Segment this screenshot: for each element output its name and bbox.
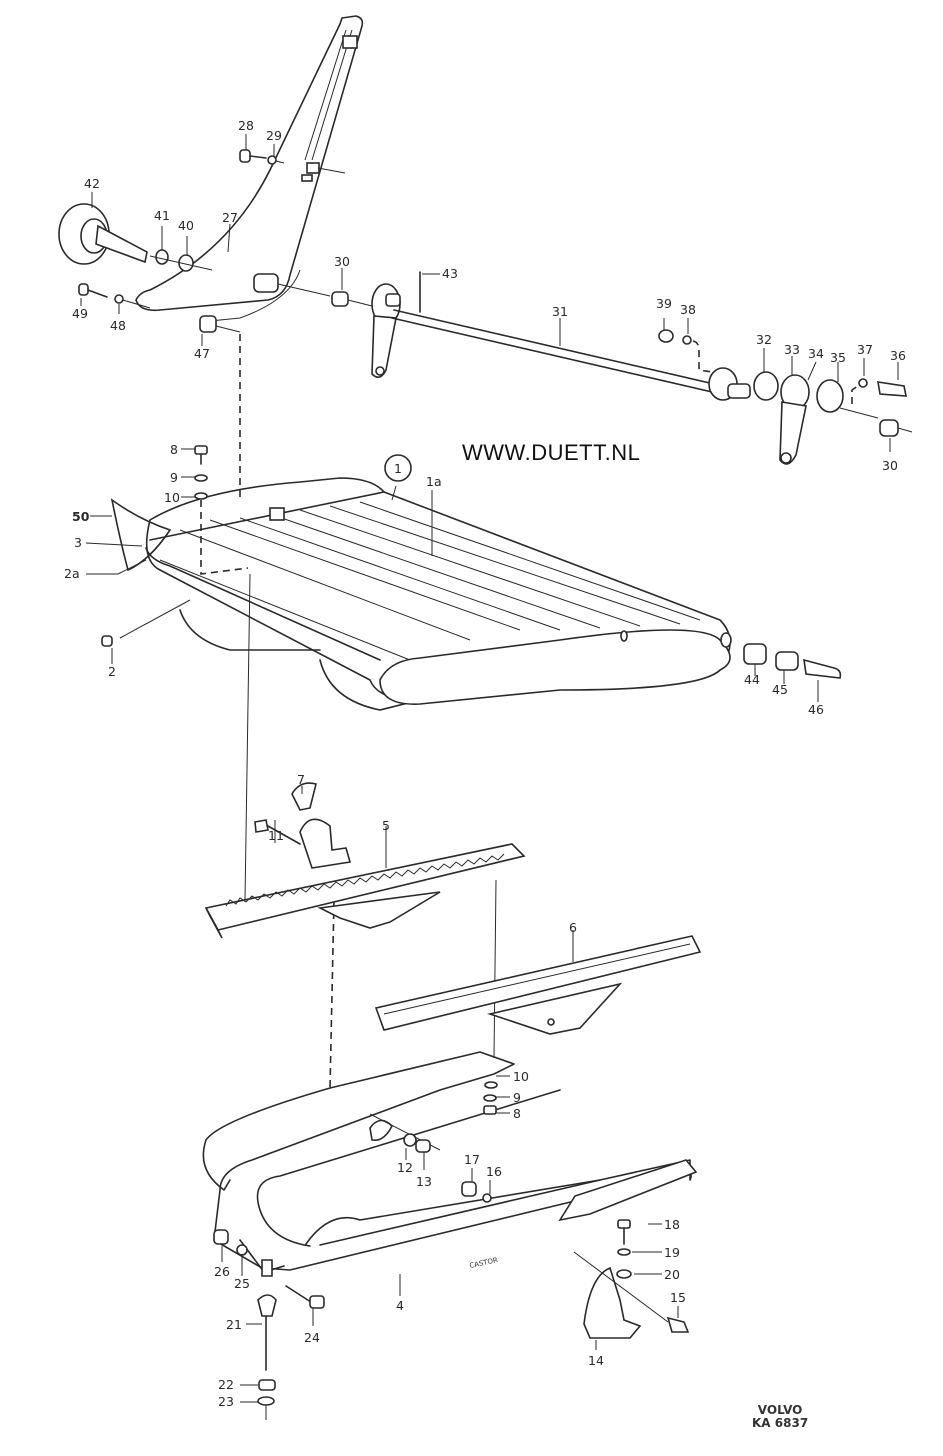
callout-36: 36 [890, 348, 906, 363]
website-watermark: WWW.DUETT.NL [462, 440, 641, 465]
callout-18: 18 [664, 1217, 680, 1232]
callout-35: 35 [830, 350, 846, 365]
slide-rail-upper [204, 782, 526, 939]
callout-1a: 1a [426, 474, 442, 489]
callout-9-lower: 9 [513, 1090, 521, 1105]
callout-8-lower: 8 [513, 1106, 521, 1121]
bushing-left [253, 273, 331, 297]
callout-42: 42 [84, 176, 100, 191]
callout-10-lower: 10 [513, 1069, 529, 1084]
adjustment-knob [58, 203, 213, 272]
callout-21: 21 [226, 1317, 242, 1332]
callout-22: 22 [218, 1377, 234, 1392]
callout-44: 44 [744, 672, 760, 687]
alignment-line-6 [493, 879, 497, 1059]
callout-41: 41 [154, 208, 170, 223]
stamp-code: KA 6837 [752, 1416, 809, 1430]
assembly-line-slide [329, 899, 335, 1089]
callout-7: 7 [297, 772, 305, 787]
castor-embossed-text: CASTOR [469, 1256, 499, 1270]
callout-labels: 1 1a 2 2a 3 4 5 6 7 8 9 10 8 9 10 11 12 … [64, 118, 906, 1409]
callout-13: 13 [416, 1174, 432, 1189]
callout-26: 26 [214, 1264, 230, 1279]
callout-23: 23 [218, 1394, 234, 1409]
callout-14: 14 [588, 1353, 604, 1368]
callout-45: 45 [772, 682, 788, 697]
lever-left [371, 283, 401, 378]
callout-6: 6 [569, 920, 577, 935]
callout-2: 2 [108, 664, 116, 679]
callout-32: 32 [756, 332, 772, 347]
callout-46: 46 [808, 702, 824, 717]
drawing-stamp: VOLVO KA 6837 [752, 1404, 808, 1430]
callout-33: 33 [784, 342, 800, 357]
callout-47: 47 [194, 346, 210, 361]
leader-lines [80, 134, 899, 1403]
slide-rail-lower [374, 935, 702, 1035]
callout-34: 34 [808, 346, 824, 361]
callout-8-upper: 8 [170, 442, 178, 457]
callout-5: 5 [382, 818, 390, 833]
callout-19: 19 [664, 1245, 680, 1260]
right-shaft-hardware [658, 329, 913, 465]
callout-50: 50 [72, 509, 90, 524]
callout-37: 37 [857, 342, 873, 357]
callout-15: 15 [670, 1290, 686, 1305]
seat-frame [101, 477, 732, 711]
callout-24: 24 [304, 1330, 320, 1345]
callout-28: 28 [238, 118, 254, 133]
alignment-line-5 [244, 573, 251, 901]
callout-49: 49 [72, 306, 88, 321]
callout-20: 20 [664, 1267, 680, 1282]
callout-1: 1 [394, 461, 402, 476]
callout-30-left: 30 [334, 254, 350, 269]
callout-39: 39 [656, 296, 672, 311]
bushing-47 [199, 315, 241, 333]
callout-2a: 2a [64, 566, 80, 581]
callout-16: 16 [486, 1164, 502, 1179]
callout-40: 40 [178, 218, 194, 233]
callout-3: 3 [74, 535, 82, 550]
callout-11: 11 [268, 828, 284, 843]
callout-10-upper: 10 [164, 490, 180, 505]
cross-shaft-31 [391, 309, 741, 399]
callout-43: 43 [442, 266, 458, 281]
callout-27: 27 [222, 210, 238, 225]
stamp-brand: VOLVO [757, 1403, 803, 1417]
bushing-30-left [331, 291, 349, 307]
callout-17: 17 [464, 1152, 480, 1167]
bolt-49 [78, 283, 151, 309]
callout-25: 25 [234, 1276, 250, 1291]
callout-4: 4 [396, 1298, 404, 1313]
callout-31: 31 [552, 304, 568, 319]
callout-30-right: 30 [882, 458, 898, 473]
callout-9-upper: 9 [170, 470, 178, 485]
screw-8-9-10-upper [194, 445, 249, 575]
callout-38: 38 [680, 302, 696, 317]
base-frame: CASTOR [202, 1051, 698, 1277]
callout-48: 48 [110, 318, 126, 333]
seat-pivot-hardware-right [743, 643, 842, 679]
callout-29: 29 [266, 128, 282, 143]
base-hardware [213, 1081, 690, 1420]
backrest-bracket [135, 15, 364, 323]
bolt-28 [239, 149, 285, 165]
callout-1-circle [384, 454, 412, 482]
callout-12: 12 [397, 1160, 413, 1175]
